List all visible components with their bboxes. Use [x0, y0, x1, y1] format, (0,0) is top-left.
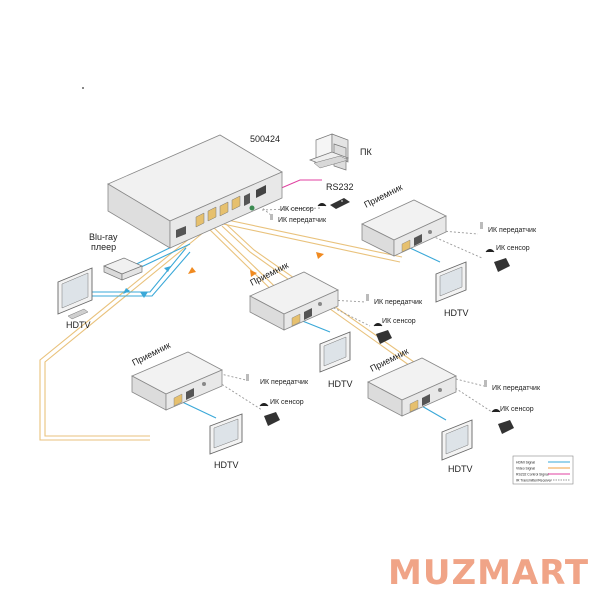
local-hdtv-label: HDTV [66, 320, 91, 330]
hdtv-4 [435, 261, 467, 303]
pc-label: ПК [360, 147, 372, 157]
receiver-lower-right [367, 357, 457, 417]
ir-sensor-icon [317, 203, 327, 207]
ir-emitter-icon [480, 222, 483, 229]
legend-item-label: Video Signal [516, 467, 535, 471]
hdtv-2-label: HDTV [448, 464, 473, 474]
remote-control-icon [376, 330, 392, 344]
receiver-1-tx-label: ИК передатчик [260, 379, 309, 386]
splitter-ports [176, 185, 266, 238]
receiver-2-sensor-label: ИК сенсор [500, 406, 534, 413]
remote-control-icon [330, 198, 350, 209]
main-splitter [107, 134, 283, 249]
pc-computer [308, 133, 350, 171]
hdmi-arrows [123, 266, 171, 298]
ir-emitter-icon [270, 214, 273, 220]
arrow-icon [316, 252, 324, 259]
remote-control-icon [498, 420, 514, 434]
ir-sensor-icon [373, 323, 383, 327]
ir-emitter-icon [366, 294, 369, 301]
arrow-icon [188, 267, 196, 274]
remote-control-icon [264, 412, 280, 426]
receiver-2-tx-label: ИК передатчик [492, 385, 541, 392]
hdtv-3-label: HDTV [328, 379, 353, 389]
receiver-4-sensor-label: ИК сенсор [496, 245, 530, 252]
receiver-4-tx-label: ИК передатчик [488, 227, 537, 234]
receiver-3-tx-label: ИК передатчик [374, 299, 423, 306]
receiver-top-right [361, 199, 447, 257]
remote-control-icon [494, 258, 510, 272]
receiver-4-title: Приемник [362, 182, 404, 210]
watermark-logo: MUZMART [388, 553, 590, 593]
hdtv-3 [319, 331, 351, 373]
receiver-lower-left [131, 351, 223, 411]
cat-cables [39, 217, 435, 441]
stray-dot [82, 87, 84, 89]
hdtv-1-label: HDTV [214, 460, 239, 470]
bluray-label-1: Blu-ray [89, 232, 118, 242]
ir-sensor-label: ИК сенсор [280, 206, 314, 213]
main-device-model: 500424 [250, 134, 280, 144]
receiver-1-sensor-label: ИК сенсор [270, 399, 304, 406]
legend-item-label: HDMI Signal [516, 461, 535, 465]
arrow-icon [164, 266, 171, 272]
bluray-label-2: плеер [91, 242, 116, 252]
receiver-middle [249, 271, 339, 331]
hdmi-cables [92, 239, 447, 421]
ir-emitter-icon [484, 380, 487, 387]
legend-item-label: RS232 Control Signal [516, 473, 549, 477]
hdtv-2 [441, 419, 473, 461]
arrow-icon [250, 270, 257, 277]
ir-sensor-icon [485, 249, 495, 253]
bluray-player [103, 257, 143, 281]
ir-emitter-icon [246, 374, 249, 381]
ir-sensor-icon [491, 409, 501, 413]
arrow-icon [123, 288, 130, 294]
legend-item-label: IR Transmitter/Receiver [516, 479, 552, 483]
ir-transmitter-label: ИК передатчик [278, 217, 327, 224]
arrow-icon [140, 292, 148, 298]
local-hdtv [57, 267, 93, 320]
hdtv-4-label: HDTV [444, 308, 469, 318]
receiver-3-sensor-label: ИК сенсор [382, 318, 416, 325]
hdtv-1 [209, 413, 243, 455]
rs232-label: RS232 [326, 182, 354, 192]
ir-sensor-icon [259, 403, 269, 407]
